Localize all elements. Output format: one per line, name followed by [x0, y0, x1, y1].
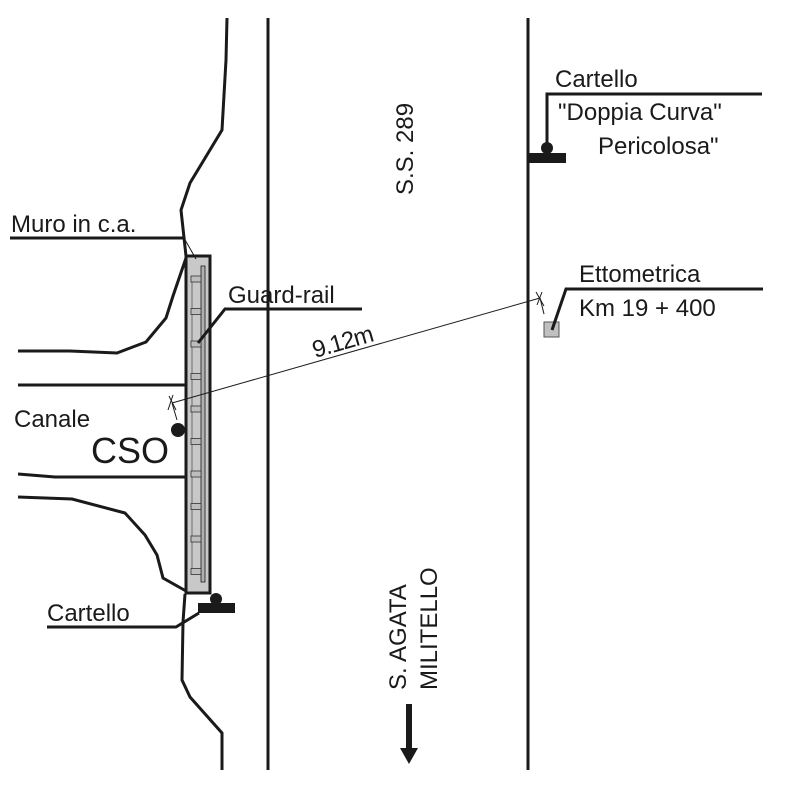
guard-rail-posts — [190, 275, 202, 575]
guard-rail-leader — [196, 307, 362, 344]
guard-rail-post — [190, 568, 202, 575]
guard-rail-post — [190, 503, 202, 510]
road-name-label: S.S. 289 — [392, 103, 419, 195]
sign-right-label-3: Pericolosa" — [598, 133, 719, 160]
hectometric-leader — [550, 287, 763, 331]
distance-label: 9.12m — [309, 321, 376, 364]
sign-right-leader — [545, 92, 762, 148]
guard-rail-label: Guard-rail — [228, 282, 335, 309]
sign-right-label-1: Cartello — [555, 66, 638, 93]
terrain-line-upper — [18, 257, 188, 355]
distance-ext-right — [539, 297, 545, 315]
canal-code-label: CSO — [91, 430, 169, 471]
sign-left-leader — [47, 611, 200, 629]
terrain-boundary-lower — [180, 593, 224, 770]
hectometric-label-1: Ettometrica — [579, 261, 701, 288]
terrain-line-lower — [17, 495, 187, 593]
canal-label: Canale — [14, 406, 90, 433]
direction-label-2: MILITELLO — [416, 567, 443, 690]
distance-tick-right-2 — [536, 291, 543, 306]
guard-rail-post — [190, 405, 202, 413]
guard-rail-post — [190, 373, 202, 380]
concrete-wall — [184, 254, 212, 595]
canal-bank-bottom — [17, 472, 186, 479]
guard-rail-post — [190, 275, 202, 283]
distance-tick-left-2 — [167, 394, 174, 411]
distance-line — [171, 297, 541, 404]
terrain-boundary-upper — [179, 17, 229, 257]
canal-outlet-icon — [171, 423, 185, 437]
guard-rail-post — [190, 308, 202, 315]
guard-rail-post — [190, 438, 202, 445]
sign-left-label: Cartello — [47, 600, 130, 627]
wall-label: Muro in c.a. — [11, 211, 136, 238]
guard-rail-post — [190, 470, 202, 478]
distance-ext-left — [171, 402, 178, 421]
direction-label-1: S. AGATA — [385, 584, 412, 690]
road-sign-icon — [198, 593, 235, 613]
hectometric-label-2: Km 19 + 400 — [579, 295, 716, 322]
wall-leader — [183, 237, 197, 260]
arrow-down-icon — [400, 704, 418, 764]
guard-rail-post — [190, 340, 202, 348]
guard-rail-post — [190, 535, 202, 543]
guard-rail-beam — [200, 265, 206, 583]
sign-right-label-2: "Doppia Curva" — [558, 99, 722, 126]
